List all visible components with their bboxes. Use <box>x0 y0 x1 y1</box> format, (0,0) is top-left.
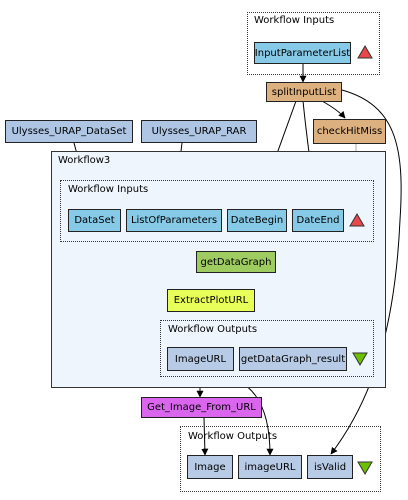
input-port-listofparameters[interactable]: ListOfParameters <box>126 209 222 232</box>
input-port-datebegin[interactable]: DateBegin <box>227 209 287 232</box>
workflow-inputs-top-label: Workflow Inputs <box>254 15 335 26</box>
processor-splitinputlist[interactable]: splitInputList <box>266 82 342 102</box>
green-down-triangle-icon <box>352 352 368 366</box>
red-up-triangle-icon <box>349 213 365 227</box>
workflow-inputs-top-group <box>247 12 380 75</box>
input-port-dateend[interactable]: DateEnd <box>292 209 344 232</box>
workflow3-inputs-group <box>60 180 374 242</box>
output-port-isvalid[interactable]: isValid <box>307 455 353 479</box>
processor-get-image-from-url[interactable]: Get_Image_From_URL <box>141 397 262 418</box>
output-port-imageurl-final[interactable]: imageURL <box>238 455 302 479</box>
workflow3-outputs-label: Workflow Outputs <box>168 324 258 335</box>
input-port-dataset[interactable]: DataSet <box>68 209 121 232</box>
output-port-imageurl[interactable]: ImageURL <box>167 347 234 371</box>
output-port-image[interactable]: Image <box>187 455 233 479</box>
red-up-triangle-icon <box>357 45 373 59</box>
processor-ulysses-urap-dataset[interactable]: Ulysses_URAP_DataSet <box>5 120 133 143</box>
workflow3-inputs-label: Workflow Inputs <box>68 184 149 195</box>
output-port-getdatagraph-result[interactable]: getDataGraph_result <box>239 347 347 371</box>
edge-split-checkhitmiss <box>321 100 346 119</box>
workflow3-label: Workflow3 <box>58 155 111 166</box>
input-port-inputparameterlist[interactable]: InputParameterList <box>254 42 351 64</box>
workflow-outputs-bottom-group <box>180 426 381 492</box>
processor-ulysses-urap-rar[interactable]: Ulysses_URAP_RAR <box>141 120 257 143</box>
green-down-triangle-icon <box>357 461 373 475</box>
processor-checkhitmiss[interactable]: checkHitMiss <box>313 119 386 144</box>
processor-extractploturl[interactable]: ExtractPlotURL <box>167 289 255 312</box>
processor-getdatagraph[interactable]: getDataGraph <box>196 251 276 273</box>
workflow3-outputs-group <box>160 320 374 377</box>
workflow-outputs-bottom-label: Workflow Outputs <box>188 431 278 442</box>
